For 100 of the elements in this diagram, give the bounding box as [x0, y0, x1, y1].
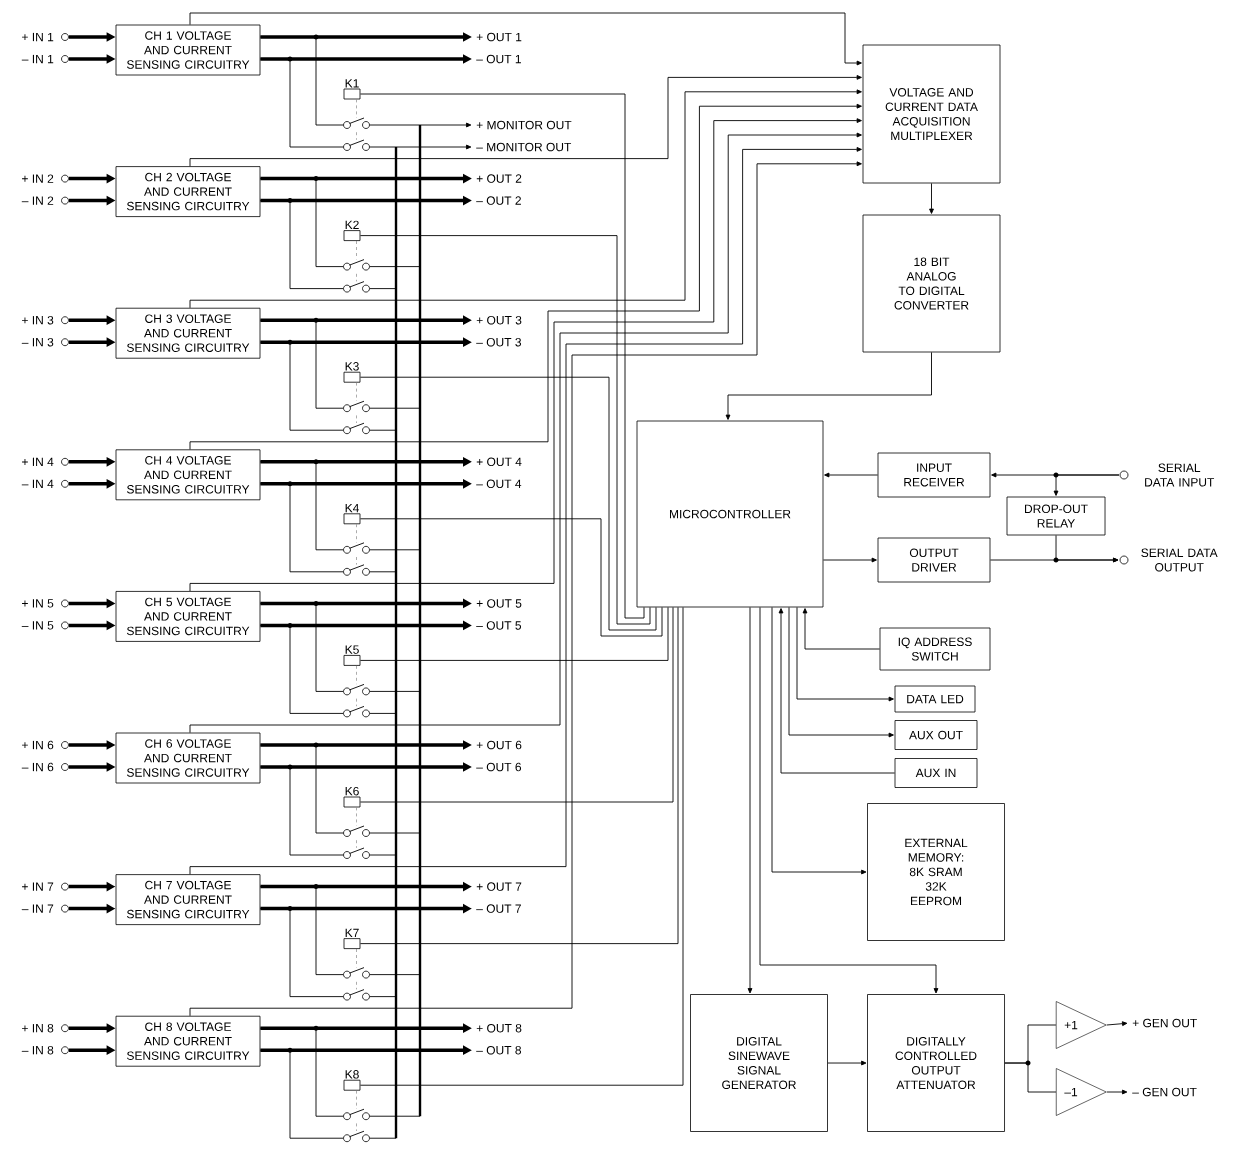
arrow — [771, 606, 867, 875]
input-terminal: – IN 8 — [21, 1045, 69, 1055]
block-box: VOLTAGE AND CURRENT DATA ACQUISITION MULTIPLEXER — [862, 44, 1001, 184]
connector-line — [369, 549, 421, 551]
connector-line — [369, 429, 397, 431]
block-box: CH 2 VOLTAGE AND CURRENT SENSING CIRCUITRY — [115, 166, 261, 217]
block-box: CH 5 VOLTAGE AND CURRENT SENSING CIRCUITRY — [115, 591, 261, 642]
switch-symbol — [343, 1130, 370, 1143]
connector-line — [359, 235, 651, 625]
switch-symbol — [343, 400, 370, 413]
node-label: – IN 6 — [21, 762, 54, 772]
input-terminal: + IN 4 — [22, 457, 69, 466]
connector-line — [369, 832, 421, 834]
connector-line — [369, 712, 397, 714]
node-label: SERIAL DATA OUTPUT — [1141, 548, 1218, 572]
output-label: – MONITOR OUT — [476, 142, 572, 152]
connector-line — [259, 36, 344, 126]
connector-line — [259, 602, 344, 692]
switch-symbol — [343, 564, 370, 576]
relay-coil: K5 — [343, 645, 361, 666]
connector-line — [356, 1123, 357, 1132]
node-label: + IN 3 — [22, 315, 54, 325]
connector-line — [359, 606, 684, 1086]
relay-coil: K2 — [343, 220, 361, 241]
node-label: + IN 5 — [22, 599, 54, 608]
block-box: DATA LED — [894, 685, 976, 713]
arrow — [189, 89, 862, 309]
node-label: + IN 4 — [22, 457, 54, 466]
connector-line — [369, 854, 397, 856]
bus-bar — [394, 147, 398, 1139]
arrow — [189, 103, 862, 450]
relay-coil: K7 — [343, 928, 361, 949]
serial-terminal: SERIAL DATA OUTPUT — [1119, 548, 1218, 572]
connector-line — [259, 341, 344, 431]
connector-line — [369, 996, 397, 998]
switch-symbol — [343, 139, 370, 151]
block-box: CH 1 VOLTAGE AND CURRENT SENSING CIRCUITRY — [115, 24, 261, 76]
switch-symbol — [343, 117, 370, 129]
arrow — [189, 75, 862, 167]
connector-line — [369, 124, 421, 126]
block-box: DIGITAL SINEWAVE SIGNAL GENERATOR — [690, 994, 828, 1132]
connector-line — [356, 807, 357, 827]
connector-line — [356, 981, 357, 990]
node-label: + IN 8 — [22, 1023, 54, 1033]
block-box: EXTERNAL MEMORY: 8K SRAM 32K EEPROM — [867, 803, 1005, 941]
arrow — [1106, 1089, 1128, 1095]
connector-line — [369, 1115, 421, 1117]
switch-symbol — [343, 281, 370, 293]
output-label: – OUT 8 — [476, 1045, 521, 1055]
node-label: K1 — [345, 79, 359, 88]
arrow — [989, 557, 1119, 563]
arrow — [778, 608, 896, 774]
arrow — [802, 608, 881, 650]
node-label: + IN 7 — [22, 882, 54, 891]
connector-line — [359, 93, 645, 619]
connector-line — [359, 606, 674, 803]
node-label: K7 — [345, 928, 359, 938]
input-terminal: + IN 3 — [22, 315, 69, 325]
node-label: – IN 7 — [21, 904, 54, 913]
connector-line — [356, 698, 357, 707]
node-label: – IN 8 — [21, 1045, 54, 1055]
node-label: – IN 4 — [21, 479, 54, 488]
block-box: CH 6 VOLTAGE AND CURRENT SENSING CIRCUITRY — [115, 732, 261, 784]
amplifier-triangle: +1 — [1055, 1001, 1107, 1049]
connector-line — [1004, 1062, 1057, 1093]
output-label: + OUT 1 — [476, 32, 522, 42]
block-box: OUTPUT DRIVER — [877, 537, 991, 583]
input-terminal: + IN 1 — [22, 32, 69, 42]
connector-line — [359, 518, 663, 637]
switch-symbol — [343, 967, 370, 979]
switch-symbol — [343, 1108, 370, 1121]
arrow — [725, 351, 932, 420]
arrow — [189, 132, 862, 734]
output-label: – OUT 4 — [476, 479, 522, 489]
connector-line — [259, 908, 344, 998]
node-label: + IN 1 — [22, 32, 54, 42]
node-label: K6 — [345, 786, 359, 796]
block-box: CH 4 VOLTAGE AND CURRENT SENSING CIRCUITRY — [115, 449, 261, 501]
connector-line — [259, 886, 344, 976]
input-terminal: – IN 5 — [21, 621, 69, 630]
connector-line — [259, 58, 344, 148]
output-label: – OUT 7 — [476, 904, 521, 913]
connector-line — [369, 407, 421, 409]
block-box: CH 8 VOLTAGE AND CURRENT SENSING CIRCUITRY — [115, 1015, 261, 1067]
connector-line — [369, 146, 397, 148]
input-terminal: – IN 3 — [21, 337, 69, 347]
connector-line — [259, 319, 344, 409]
output-label: + OUT 4 — [476, 457, 522, 467]
output-label: + OUT 5 — [476, 599, 522, 608]
node-label: K8 — [345, 1070, 359, 1079]
output-label: + OUT 3 — [476, 315, 522, 325]
connector-line — [259, 1027, 344, 1117]
switch-symbol — [343, 847, 370, 859]
connector-line — [356, 273, 357, 282]
output-label: – GEN OUT — [1132, 1087, 1197, 1097]
arrow — [827, 1060, 867, 1066]
connector-line — [259, 1049, 344, 1139]
output-label: – OUT 3 — [476, 337, 521, 347]
input-terminal: – IN 7 — [21, 904, 69, 913]
block-box: AUX OUT — [894, 720, 978, 750]
